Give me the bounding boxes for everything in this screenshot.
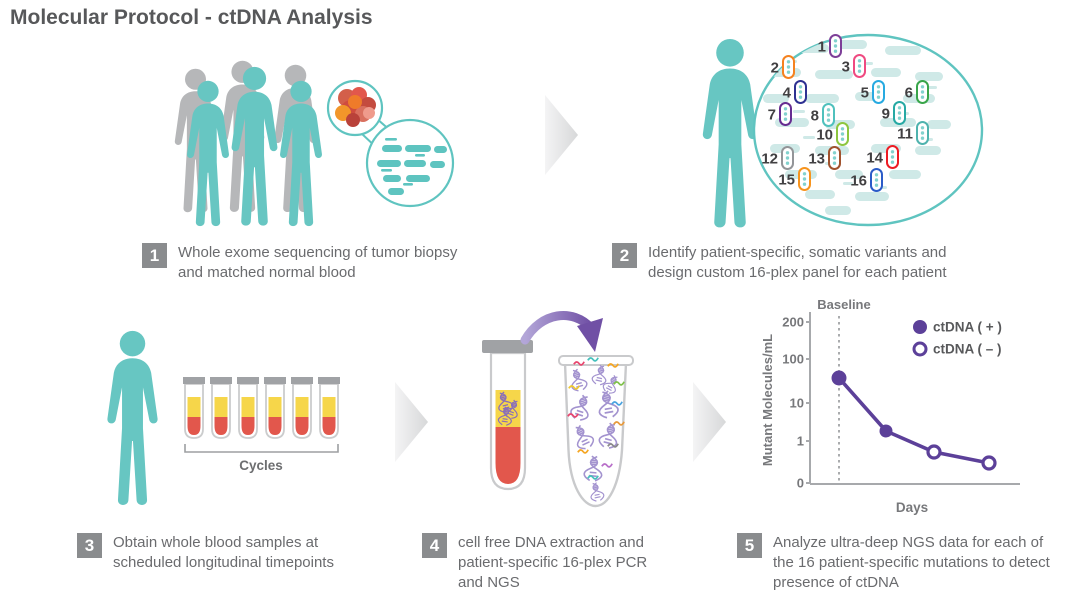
chart-legend: ctDNA ( + ) ctDNA ( – ) (912, 320, 1002, 357)
step2-caption: 2 Identify patient-specific, somatic var… (612, 243, 993, 283)
step1-number-badge: 1 (142, 243, 167, 268)
arrow-step4-to-step5-icon (693, 382, 726, 462)
y-tick-100: 100 (782, 352, 804, 367)
chart-point-positive (831, 370, 847, 386)
variant-marker-2: 2 (771, 55, 795, 79)
variant-marker-14: 14 (866, 145, 899, 169)
svg-text:3: 3 (842, 59, 850, 76)
y-tick-0: 0 (797, 476, 804, 491)
cycles-label: Cycles (239, 458, 283, 473)
variant-marker-13: 13 (808, 146, 841, 170)
people-group-icon (174, 60, 322, 227)
chart-baseline-label: Baseline (817, 297, 870, 312)
legend-open-marker (912, 341, 928, 357)
variant-marker-15: 15 (778, 167, 811, 191)
variant-marker-7: 7 (768, 102, 792, 126)
legend-negative-label: ctDNA ( – ) (933, 342, 1002, 357)
step5-number-badge: 5 (737, 533, 762, 558)
step1-cohort-illustration (174, 60, 455, 227)
chart-point-negative (926, 444, 942, 460)
blood-tube-row-icon (183, 377, 340, 439)
svg-text:8: 8 (811, 108, 819, 125)
variant-marker-5: 5 (861, 80, 885, 104)
svg-text:15: 15 (778, 172, 795, 189)
step5-caption: 5 Analyze ultra-deep NGS data for each o… (737, 533, 1061, 592)
chart-x-axis-label: Days (896, 500, 928, 515)
svg-text:13: 13 (808, 151, 825, 168)
variant-marker-9: 9 (882, 101, 906, 125)
y-tick-200: 200 (782, 315, 804, 330)
step3-caption-text: Obtain whole blood samples at scheduled … (113, 534, 334, 571)
variant-marker-12: 12 (761, 146, 794, 170)
step4-number-badge: 4 (422, 533, 447, 558)
svg-text:6: 6 (905, 85, 913, 102)
sequencing-reads-inset-icon (365, 118, 455, 208)
variant-marker-8: 8 (811, 103, 835, 127)
y-tick-10: 10 (790, 396, 804, 411)
svg-text:10: 10 (816, 127, 833, 144)
svg-text:11: 11 (897, 126, 913, 143)
step1-caption: 1 Whole exome sequencing of tumor biopsy… (142, 243, 483, 283)
chart-y-axis-label: Mutant Molecules/mL (760, 334, 775, 466)
tumor-inset-icon (326, 79, 384, 137)
cycles-bracket (184, 444, 339, 453)
patient-icon (702, 38, 758, 228)
svg-text:5: 5 (861, 85, 869, 102)
step2-number-badge: 2 (612, 243, 637, 268)
chart-point-negative (981, 455, 997, 471)
page-title: Molecular Protocol - ctDNA Analysis (10, 6, 373, 29)
step1-caption-text: Whole exome sequencing of tumor biopsy a… (178, 244, 458, 281)
legend-positive-label: ctDNA ( + ) (933, 320, 1002, 335)
variant-marker-11: 11 (897, 121, 929, 145)
svg-text:2: 2 (771, 60, 779, 77)
variant-marker-16: 16 (850, 168, 883, 192)
step4-cfdna-extraction-illustration (482, 311, 634, 508)
patient-icon (107, 330, 158, 505)
blood-tube-icon (482, 340, 533, 491)
svg-text:12: 12 (761, 151, 778, 168)
arrow-step3-to-step4-icon (395, 382, 428, 462)
step3-number-badge: 3 (77, 533, 102, 558)
step4-caption-text: cell free DNA extraction and patient-spe… (458, 534, 648, 591)
y-tick-1: 1 (797, 434, 804, 449)
cfdna-tube-icon (558, 355, 634, 508)
variant-marker-1: 1 (818, 34, 842, 58)
legend-filled-marker (913, 320, 927, 334)
variant-marker-4: 4 (783, 80, 807, 104)
step2-caption-text: Identify patient-specific, somatic varia… (648, 244, 947, 281)
svg-text:1: 1 (818, 39, 826, 56)
variant-marker-10: 10 (816, 122, 849, 146)
svg-text:9: 9 (882, 106, 890, 123)
variant-marker-3: 3 (842, 54, 866, 78)
svg-text:4: 4 (783, 85, 792, 102)
ctdna-chart: Mutant Molecules/mL Baseline 2001001010 … (760, 297, 1020, 515)
variant-marker-6: 6 (905, 80, 929, 104)
step5-caption-text: Analyze ultra-deep NGS data for each of … (773, 534, 1050, 591)
step3-caption: 3 Obtain whole blood samples at schedule… (77, 533, 361, 573)
step4-caption: 4 cell free DNA extraction and patient-s… (422, 533, 676, 592)
svg-text:14: 14 (866, 150, 883, 167)
ctdna-series (831, 370, 997, 471)
arrow-step1-to-step2-icon (545, 95, 578, 175)
step3-blood-sampling-illustration: Cycles (107, 330, 340, 505)
transfer-arrow-icon (520, 311, 603, 352)
svg-text:16: 16 (850, 173, 867, 190)
svg-text:7: 7 (768, 107, 776, 124)
chart-point-positive (879, 424, 893, 438)
